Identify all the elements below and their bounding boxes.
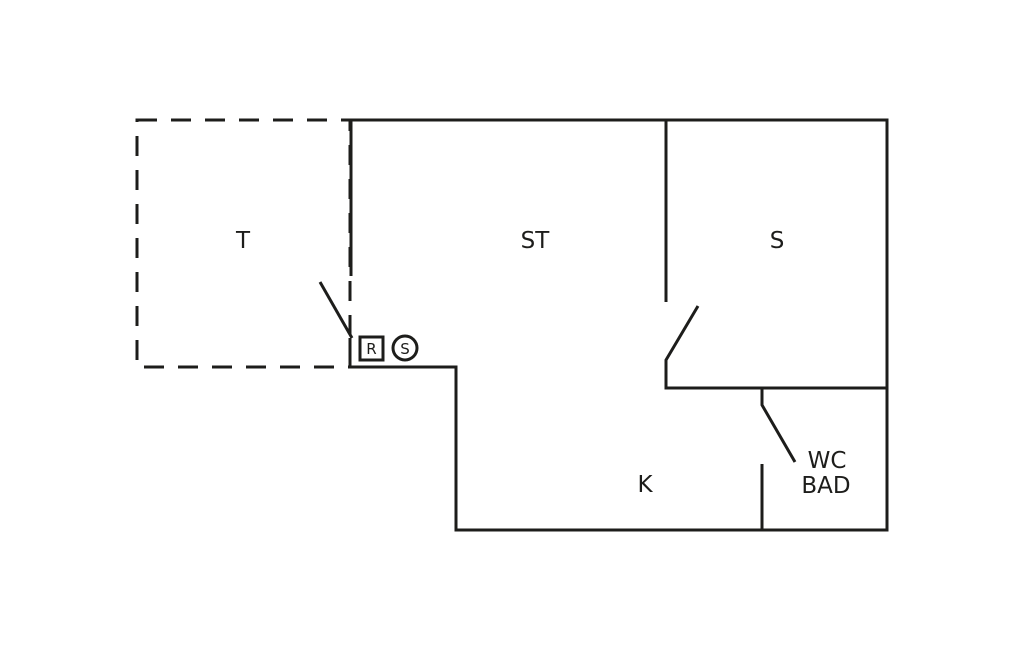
terrace-outline: [135, 118, 352, 369]
room-label-living: ST: [521, 228, 551, 254]
r-symbol-label: R: [366, 340, 376, 358]
outer-walls: [348, 118, 889, 532]
door-terrace: [318, 281, 354, 339]
s-symbol-circle: [391, 334, 419, 362]
room-label-wc: WC: [808, 448, 847, 474]
room-label-terrace: T: [235, 228, 251, 254]
s-symbol-label: S: [400, 340, 410, 358]
door-bedroom: [664, 305, 887, 390]
door-bath: [760, 388, 797, 463]
room-label-kitchen: K: [637, 472, 653, 498]
room-label-bedroom: S: [770, 228, 785, 254]
room-label-bad: BAD: [801, 473, 850, 499]
r-symbol-box: [358, 335, 385, 362]
